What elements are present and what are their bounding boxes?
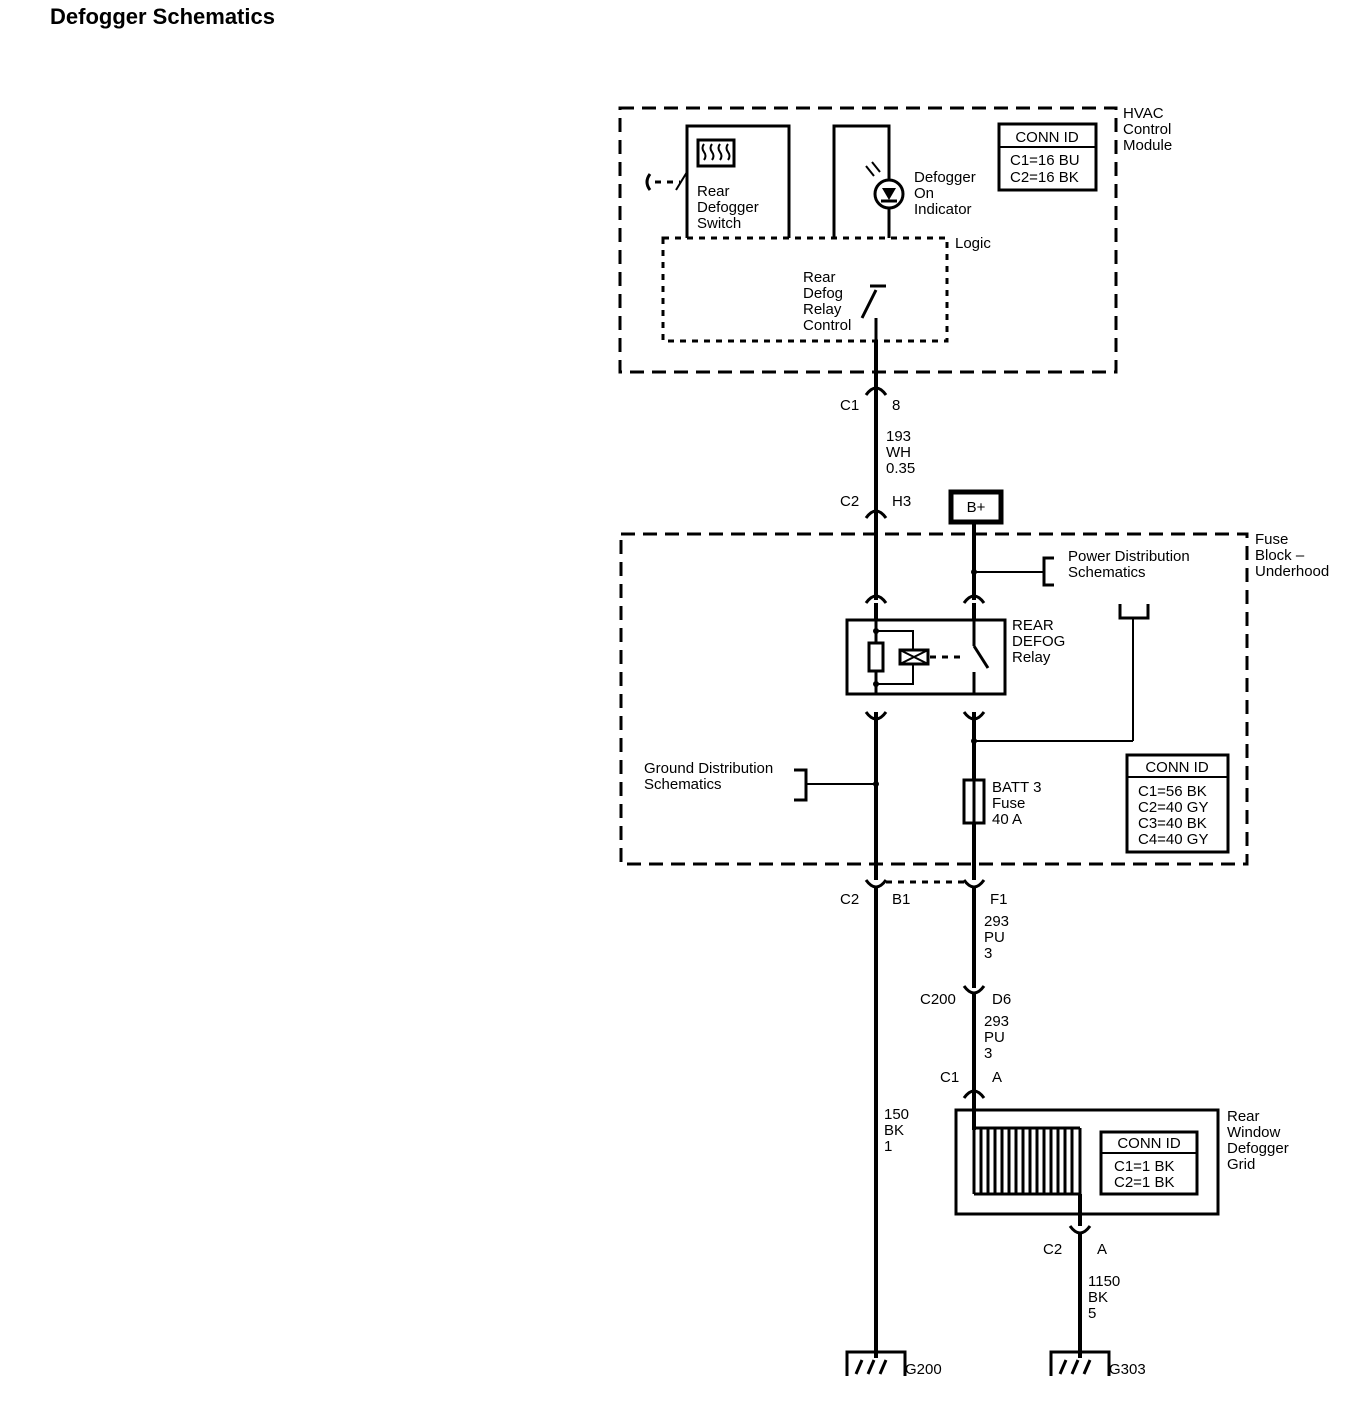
connector-label: C2: [840, 891, 859, 908]
conn-id-entry: C4=40 GY: [1138, 831, 1208, 848]
circuit-label: 293 PU 3: [984, 913, 1013, 962]
connector-label: C2: [1043, 1241, 1062, 1258]
pin-label: F1: [990, 891, 1008, 908]
circuit-label: 293 PU 3: [984, 1013, 1013, 1062]
pin-label: H3: [892, 493, 911, 510]
push-button-icon: [645, 173, 652, 191]
circuit-label: 193 WH 0.35: [886, 428, 915, 477]
rear-defogger-switch: Rear Defogger Switch: [645, 124, 791, 238]
circuit-193-wire: C1 8 193 WH 0.35 C2 H3: [840, 341, 915, 519]
pin-label: D6: [992, 991, 1011, 1008]
hvac-module-boundary: [618, 106, 1118, 374]
pin-label: A: [1097, 1241, 1107, 1258]
connector-c2-pin-a: [1068, 1225, 1092, 1235]
circuit-label: 1150 BK 5: [1088, 1273, 1124, 1322]
rear-defog-relay: REAR DEFOG Relay: [845, 617, 1070, 696]
fuse-block-boundary: [619, 532, 1249, 866]
circuit-label: 150 BK 1: [884, 1106, 913, 1155]
conn-id-entry: C1=1 BK: [1114, 1158, 1174, 1175]
pin-label: B1: [892, 891, 910, 908]
defogger-on-indicator: Defogger On Indicator: [832, 124, 980, 238]
conn-id-entry: C2=1 BK: [1114, 1174, 1174, 1191]
batt-3-fuse: BATT 3 Fuse 40 A: [962, 778, 1046, 880]
lower-connectors: C2 B1 F1: [840, 879, 1008, 908]
hvac-conn-id-table: CONN ID C1=16 BU C2=16 BK: [997, 122, 1098, 192]
connector-label: C1: [940, 1069, 959, 1086]
bus-tap-icon: [1118, 604, 1150, 620]
ground-icon: [1058, 1359, 1092, 1375]
battery-label: B+: [967, 499, 986, 516]
ground-label: G303: [1109, 1361, 1146, 1378]
relay-coil-icon: [867, 641, 885, 673]
connector-label: C2: [840, 493, 859, 510]
heater-grid-element: [972, 1126, 1082, 1196]
ground-g303: G303: [1049, 1350, 1146, 1378]
grid-conn-id-table: CONN ID C1=1 BK C2=1 BK: [1099, 1130, 1199, 1196]
logic-label: Logic: [955, 235, 991, 252]
page-title: Defogger Schematics: [50, 4, 275, 29]
power-distribution-reference: [1042, 556, 1054, 587]
rear-defogger-switch-label: Rear Defogger Switch: [697, 183, 763, 232]
conn-id-title: CONN ID: [1145, 759, 1209, 776]
grid-label: Rear Window Defogger Grid: [1227, 1108, 1293, 1173]
circuit-293-wire: 293 PU 3 C200 D6 293 PU 3 C1 A: [920, 886, 1013, 1130]
ground-distribution-label: Ground Distribution Schematics: [644, 760, 777, 793]
conn-id-entry: C1=56 BK: [1138, 783, 1207, 800]
fuse-block-label: Fuse Block – Underhood: [1255, 531, 1329, 580]
relay-label: REAR DEFOG Relay: [1012, 617, 1070, 666]
rear-window-defogger-grid: Rear Window Defogger Grid CONN ID C1=1 B…: [954, 1108, 1293, 1378]
fuse-label: BATT 3 Fuse 40 A: [992, 779, 1046, 828]
circuit-150-wire: 150 BK 1 G200: [845, 886, 942, 1378]
conn-id-title: CONN ID: [1117, 1135, 1181, 1152]
ground-g200: G200: [845, 1350, 942, 1378]
connector-label: C200: [920, 991, 956, 1008]
conn-id-title: CONN ID: [1015, 129, 1079, 146]
connector-c2-pin-f1: [962, 879, 986, 889]
power-distribution-label: Power Distribution Schematics: [1068, 548, 1194, 581]
relay-control-label: Rear Defog Relay Control: [803, 269, 851, 334]
fuse-block-conn-id-table: CONN ID C1=56 BK C2=40 GY C3=40 BK C4=40…: [1125, 753, 1230, 854]
ground-label: G200: [905, 1361, 942, 1378]
hvac-module-label: HVAC Control Module: [1123, 105, 1176, 154]
ground-icon: [854, 1359, 888, 1375]
pin-label: A: [992, 1069, 1002, 1086]
connector-c1-pin-a: [962, 1089, 986, 1099]
heater-grid-icon: [701, 143, 731, 161]
conn-id-entry: C2=40 GY: [1138, 799, 1208, 816]
pin-label: 8: [892, 397, 900, 414]
defogger-on-indicator-label: Defogger On Indicator: [914, 169, 980, 218]
connector-c2-pin-b1: [864, 879, 888, 889]
conn-id-entry: C1=16 BU: [1010, 152, 1080, 169]
battery-positive: B+: [948, 489, 1004, 525]
connector-label: C1: [840, 397, 859, 414]
connector-c1-pin-8: [864, 386, 888, 396]
conn-id-entry: C3=40 BK: [1138, 815, 1207, 832]
fuse-block-underhood: Fuse Block – Underhood Power Distributio…: [619, 518, 1329, 880]
ground-distribution-reference: [794, 768, 808, 802]
hvac-control-module: HVAC Control Module CONN ID C1=16 BU C2=…: [618, 105, 1176, 374]
logic-block: Logic Rear Defog Relay Control: [661, 235, 991, 343]
conn-id-entry: C2=16 BK: [1010, 169, 1079, 186]
connector-c2-pin-h3: [864, 509, 888, 519]
